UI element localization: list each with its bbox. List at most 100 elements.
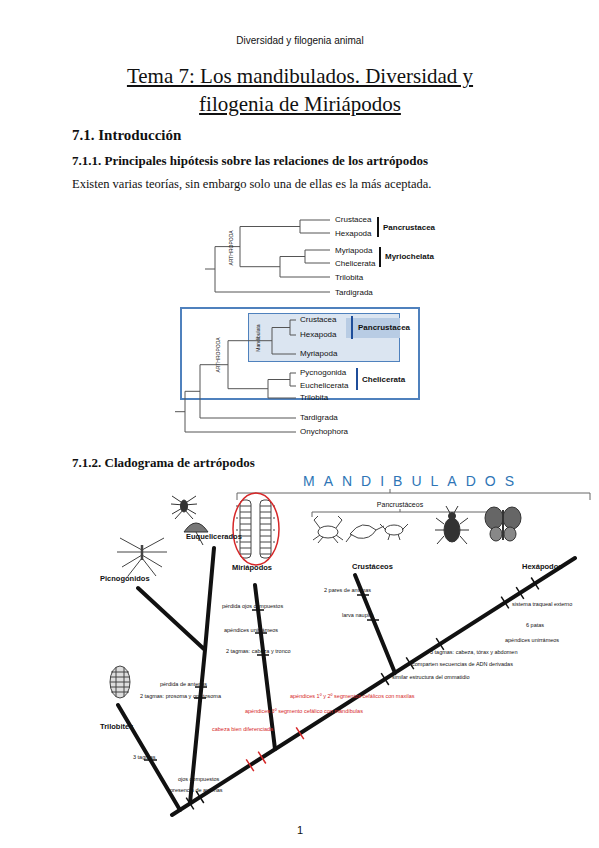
section-text: 7.1. Introducción [72, 128, 181, 143]
taxon-label: 6 patas [526, 623, 544, 629]
taxon-label: 2 pares de antenas [324, 588, 371, 594]
ellipse-shape [181, 500, 188, 512]
ellipse-shape [110, 666, 130, 698]
taxon-label: Myriapoda [335, 247, 372, 255]
taxon-label: ojos compuestos [178, 777, 219, 783]
path-shape [186, 638, 444, 809]
taxon-label: apéndices 1º y 2º segmentos cefálicos co… [290, 694, 414, 700]
ellipse-shape [490, 527, 502, 541]
cladogram-branches [118, 548, 575, 815]
section-text: 7.1.2. Cladograma de artrópodos [72, 456, 255, 469]
path-shape [435, 506, 469, 544]
taxon-label: apéndices 3º segmento cefálico con mandí… [245, 709, 363, 715]
crustacean-drawing [313, 516, 408, 543]
group-heading: MANDIBULADOS [303, 474, 523, 488]
path-shape [255, 585, 275, 749]
path-shape [380, 524, 408, 540]
page-title: Tema 7: Los mandibulados. Diversidad y f… [100, 62, 500, 118]
taxon-label: Picnogónidos [100, 575, 150, 583]
path-shape [237, 489, 590, 500]
path-shape [350, 525, 376, 538]
path-shape [141, 545, 144, 560]
group-brackets [237, 489, 590, 517]
path-shape [313, 516, 343, 543]
ellipse-shape [385, 525, 403, 535]
taxon-label: Diversidad y filogenia animal [236, 36, 363, 46]
tree-one-lines [205, 217, 380, 292]
taxon-label: Pancrustacea [383, 224, 435, 232]
ellipse-shape [503, 507, 521, 529]
circle-shape [449, 513, 456, 520]
rect-shape [240, 500, 251, 558]
taxon-label: Chelicerata [362, 376, 405, 384]
path-shape [171, 496, 197, 519]
ellipse-shape [504, 527, 516, 541]
hexapod-drawing [435, 506, 521, 544]
taxon-label: Euquelicerados [186, 533, 242, 541]
taxon-label: Pancrustáceos [377, 501, 423, 508]
path-shape [246, 727, 304, 771]
taxon-label: Crustacea [300, 316, 336, 324]
path-shape [118, 705, 180, 810]
path-shape [110, 667, 130, 697]
taxon-label: Crustacea [335, 216, 371, 224]
path-shape [138, 548, 214, 803]
taxon-label: Onychophora [300, 428, 348, 436]
path-shape [240, 506, 271, 554]
path-shape [378, 217, 380, 267]
taxon-label: Crustáceos [352, 563, 393, 571]
taxon-label: similar estructura del ommatidio [392, 675, 470, 681]
ellipse-shape [444, 518, 460, 542]
taxon-label: 2 tagmas: prosoma y opistosoma [140, 694, 221, 700]
taxon-label: apéndices unirrámeos [505, 638, 559, 644]
path-shape [172, 558, 575, 815]
taxon-label: sistema traqueal externo [512, 602, 572, 608]
ellipse-shape [485, 507, 503, 529]
clade-label: ARTHROPODA [229, 230, 234, 265]
ellipse-shape [318, 526, 338, 538]
path-shape [205, 220, 330, 292]
node-label: Mandibulata [256, 324, 261, 351]
path-shape [184, 523, 208, 532]
taxon-label: cabeza bien diferenciada [212, 727, 273, 733]
path-shape [117, 538, 167, 576]
taxon-label: Tardigrada [335, 289, 373, 297]
taxon-label: Trilobita [300, 394, 328, 402]
rect-shape [260, 500, 271, 558]
node-label: ARTHROPODA [216, 337, 221, 372]
path-shape [502, 510, 504, 540]
taxon-label: pérdida de antenas [160, 682, 207, 688]
pycnogonid-drawing [117, 538, 167, 576]
section-text: 7.1.1. Principales hipótesis sobre las r… [72, 154, 428, 167]
taxon-label: Trilobita [335, 274, 363, 282]
taxon-label: larva nauplio [342, 613, 373, 619]
section-text: Existen varias teorías, sin embargo solo… [72, 178, 431, 191]
taxon-label: comparten secuencias de ADN derivadas [412, 662, 513, 668]
taxon-label: 1 [297, 825, 303, 836]
taxon-label: Pycnogonida [300, 369, 346, 377]
myriapod-drawing [233, 493, 279, 565]
taxon-label: presencia de antenas [170, 788, 223, 794]
taxon-label: Myriapoda [300, 350, 337, 358]
taxon-label: Miriápodos [232, 564, 272, 572]
path-shape [346, 526, 384, 542]
taxon-label: Hexápodos [522, 563, 562, 571]
path-shape [312, 509, 488, 517]
path-shape [144, 595, 379, 760]
taxon-label: apéndices unirrámeos [224, 628, 278, 634]
taxon-label: pérdida ojos compuestos [222, 604, 283, 610]
taxon-label: Chelicerata [335, 260, 375, 268]
taxon-label: Trilobites [100, 723, 133, 731]
taxon-label: Tardigrada [300, 414, 338, 422]
ellipse-shape [233, 493, 279, 565]
taxon-label: Pancrustacea [358, 324, 410, 332]
taxon-label: Euchelicerata [300, 382, 348, 390]
trilobite-drawing [110, 666, 130, 698]
taxon-label: Hexapoda [300, 331, 336, 339]
taxon-label: 2 tagmas: cabeza y tronco [226, 649, 291, 655]
taxon-label: Hexapoda [335, 230, 371, 238]
taxon-label: Myriochelata [385, 253, 434, 261]
taxon-label: 3 tagmas [133, 755, 156, 761]
taxon-label: 3 tagmas: cabeza, tórax y abdomen [430, 650, 517, 656]
